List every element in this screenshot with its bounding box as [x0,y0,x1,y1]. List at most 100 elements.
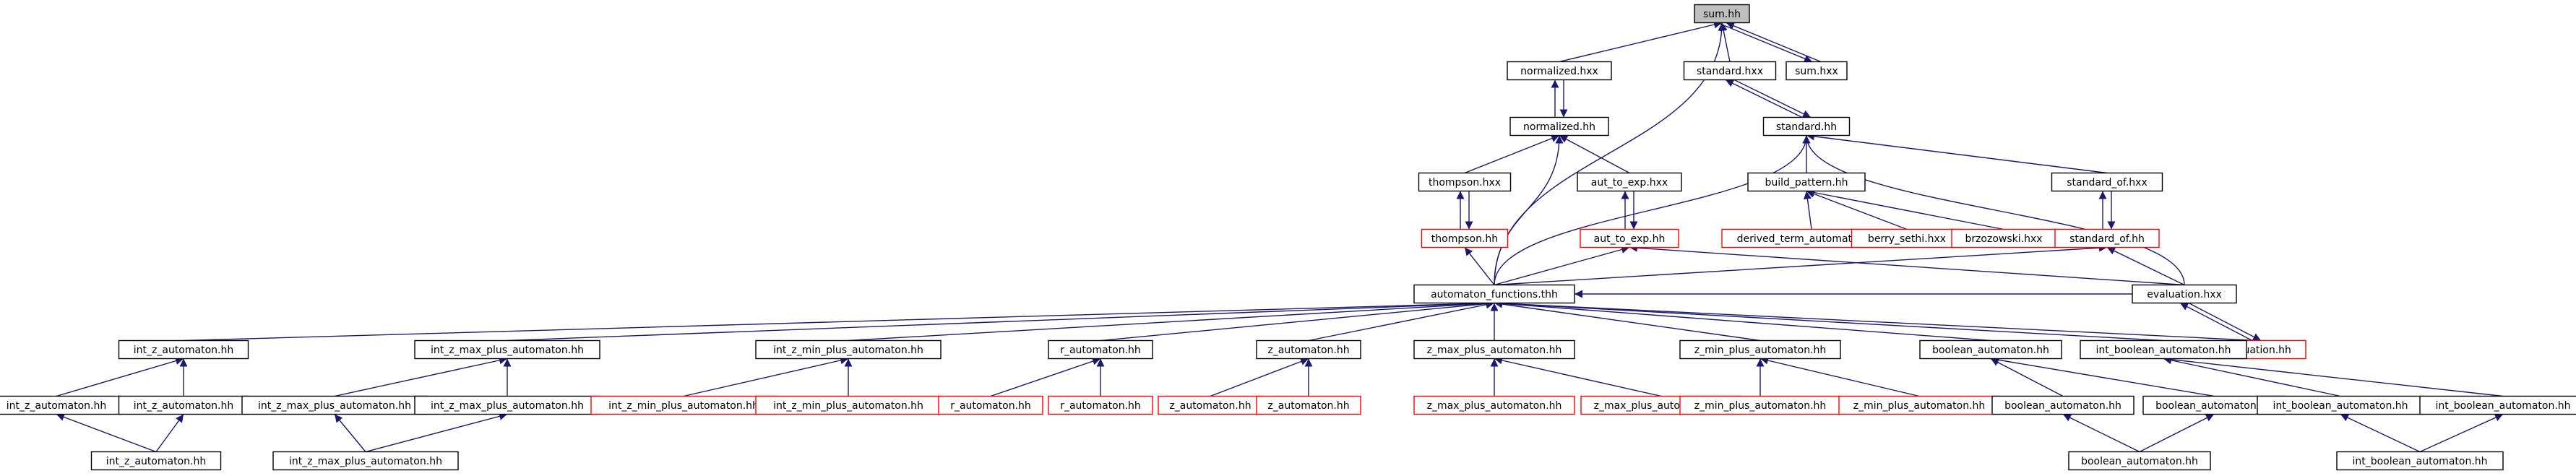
edge-derived_term-to-build_pattern_hh [1803,191,1812,230]
node-box [1048,339,1153,360]
node-evaluation-hxx[interactable]: evaluation.hxx [2132,284,2237,304]
node-bool-a[interactable]: boolean_automaton.hh [1919,339,2062,360]
edge-standard_hxx-to-sum_hh [1719,22,1731,62]
node-label: sum.hxx [1795,66,1838,77]
node-standard-of-hxx[interactable]: standard_of.hxx [2051,172,2163,192]
node-z-maxp-1[interactable]: z_max_plus_automaton.hh [1413,395,1575,415]
node-r-a-2[interactable]: r_automaton.hh [1048,395,1153,415]
node-box [1851,228,1963,248]
node-label: int_z_max_plus_automaton.hh [431,345,584,356]
node-standard-hh[interactable]: standard.hh [1762,116,1851,137]
node-label: standard_of.hh [2069,233,2145,245]
node-label: build_pattern.hh [1765,177,1848,189]
node-box [1580,228,1679,248]
node-int-z-maxp-2[interactable]: int_z_max_plus_automaton.hh [414,395,600,415]
node-thompson-hxx[interactable]: thompson.hxx [1418,172,1512,192]
node-aut-to-exp-hh[interactable]: aut_to_exp.hh [1580,228,1679,248]
edge-evaluation_hh-to-evaluation_hxx [2179,302,2253,342]
node-z-maxp[interactable]: z_max_plus_automaton.hh [1413,339,1575,360]
node-z-a[interactable]: z_automaton.hh [1256,339,1361,360]
node-standard-hxx[interactable]: standard.hxx [1683,61,1777,81]
edge-evaluation_hh-to-af_thh [1494,299,2257,342]
node-build-pattern-hh[interactable]: build_pattern.hh [1747,172,1866,192]
node-brzozowski[interactable]: brzozowski.hxx [1951,228,2056,248]
node-int-bool-a[interactable]: int_boolean_automaton.hh [2080,339,2247,360]
node-box [118,339,249,360]
node-r-a-1[interactable]: r_automaton.hh [938,395,1043,415]
edge-int_z_a-to-af_thh [183,299,1495,342]
edge-z_maxp_2-to-z_maxp [1494,356,1662,397]
node-box [2080,339,2247,360]
node-label: int_z_max_plus_automaton.hh [431,400,584,412]
node-label: int_boolean_automaton.hh [2095,345,2231,356]
node-label: z_min_plus_automaton.hh [1694,400,1827,412]
edge-z_minp-to-af_thh [1494,300,1761,342]
edge-normalized_hxx-to-sum_hh [1559,20,1723,63]
node-label: thompson.hxx [1429,177,1501,189]
node-box [1951,228,2056,248]
node-int-z-minp-2[interactable]: int_z_min_plus_automaton.hh [755,395,942,415]
node-box [2068,451,2211,471]
node-af-thh[interactable]: automaton_functions.thh [1413,284,1575,304]
edge-bool_a-to-af_thh [1494,299,1991,342]
node-int-z-maxp-3[interactable]: int_z_max_plus_automaton.hh [272,451,459,471]
node-label: derived_term_automaton.hxx [1737,233,1887,245]
node-label: boolean_automaton.hh [2155,400,2273,412]
node-int-bool-a-3[interactable]: int_boolean_automaton.hh [2336,451,2504,471]
edge-r_a_1-to-r_a [990,357,1101,397]
node-aut-to-exp-hxx[interactable]: aut_to_exp.hxx [1577,172,1682,192]
node-bool-a-3[interactable]: boolean_automaton.hh [2068,451,2211,471]
node-box [1158,395,1263,415]
node-berry-sethi[interactable]: berry_sethi.hxx [1851,228,1963,248]
edge-af_thh-to-aut_to_exp_hh [1494,246,1630,286]
edge-int_bool_a-to-af_thh [1494,299,2164,342]
node-int-z-minp[interactable]: int_z_min_plus_automaton.hh [755,339,942,360]
node-int-bool-a-2[interactable]: int_boolean_automaton.hh [2419,395,2576,415]
node-box [1762,116,1851,137]
node-r-a[interactable]: r_automaton.hh [1048,339,1153,360]
node-sum-hxx[interactable]: sum.hxx [1785,61,1848,81]
node-int-bool-a-1[interactable]: int_boolean_automaton.hh [2257,395,2424,415]
node-label: aut_to_exp.hxx [1591,177,1668,189]
node-label: thompson.hh [1431,233,1498,245]
node-box [938,395,1043,415]
edge-z_a-to-af_thh [1308,300,1495,342]
node-standard-of-hh[interactable]: standard_of.hh [2054,228,2160,248]
node-z-a-1[interactable]: z_automaton.hh [1158,395,1263,415]
node-thompson-hh[interactable]: thompson.hh [1421,228,1509,248]
node-int-z-a[interactable]: int_z_automaton.hh [118,339,249,360]
node-box [2419,395,2576,415]
node-normalized-hh[interactable]: normalized.hh [1509,116,1609,137]
node-box [272,451,459,471]
node-box [1919,339,2062,360]
node-int-z-maxp[interactable]: int_z_max_plus_automaton.hh [414,339,600,360]
node-label: z_automaton.hh [1267,345,1349,356]
edge-sum_hh-to-sum_hxx [1717,22,1813,63]
node-box [755,339,942,360]
node-normalized-hxx[interactable]: normalized.hxx [1507,61,1612,81]
node-z-a-2[interactable]: z_automaton.hh [1256,395,1361,415]
node-bool-a-1[interactable]: boolean_automaton.hh [1991,395,2135,415]
node-box [1256,339,1361,360]
node-label: standard.hxx [1697,66,1763,77]
node-int-z-a-1[interactable]: int_z_automaton.hh [0,395,122,415]
node-label: int_z_automaton.hh [134,400,233,412]
node-sum-hh[interactable]: sum.hh [1694,4,1750,24]
node-z-minp-2[interactable]: z_min_plus_automaton.hh [1838,395,2000,415]
node-label: aut_to_exp.hh [1594,233,1666,245]
node-box [1679,339,1841,360]
node-box [1509,116,1609,137]
node-box [1785,61,1848,81]
node-label: int_z_min_plus_automaton.hh [773,345,923,356]
node-int-z-a-2[interactable]: int_z_automaton.hh [118,395,249,415]
node-label: r_automaton.hh [950,400,1031,412]
node-z-minp-1[interactable]: z_min_plus_automaton.hh [1679,395,1841,415]
node-int-z-maxp-1[interactable]: int_z_max_plus_automaton.hh [241,395,428,415]
edge-standard_of_hxx-to-standard_hh [1806,132,2108,174]
node-int-z-minp-1[interactable]: int_z_min_plus_automaton.hh [590,395,777,415]
edge-brzozowski-to-build_pattern_hh [1806,189,2004,230]
node-label: int_z_automaton.hh [134,345,233,356]
node-z-minp[interactable]: z_min_plus_automaton.hh [1679,339,1841,360]
node-int-z-a-3[interactable]: int_z_automaton.hh [90,451,222,471]
edge-int_z_minp-to-af_thh [848,299,1495,342]
